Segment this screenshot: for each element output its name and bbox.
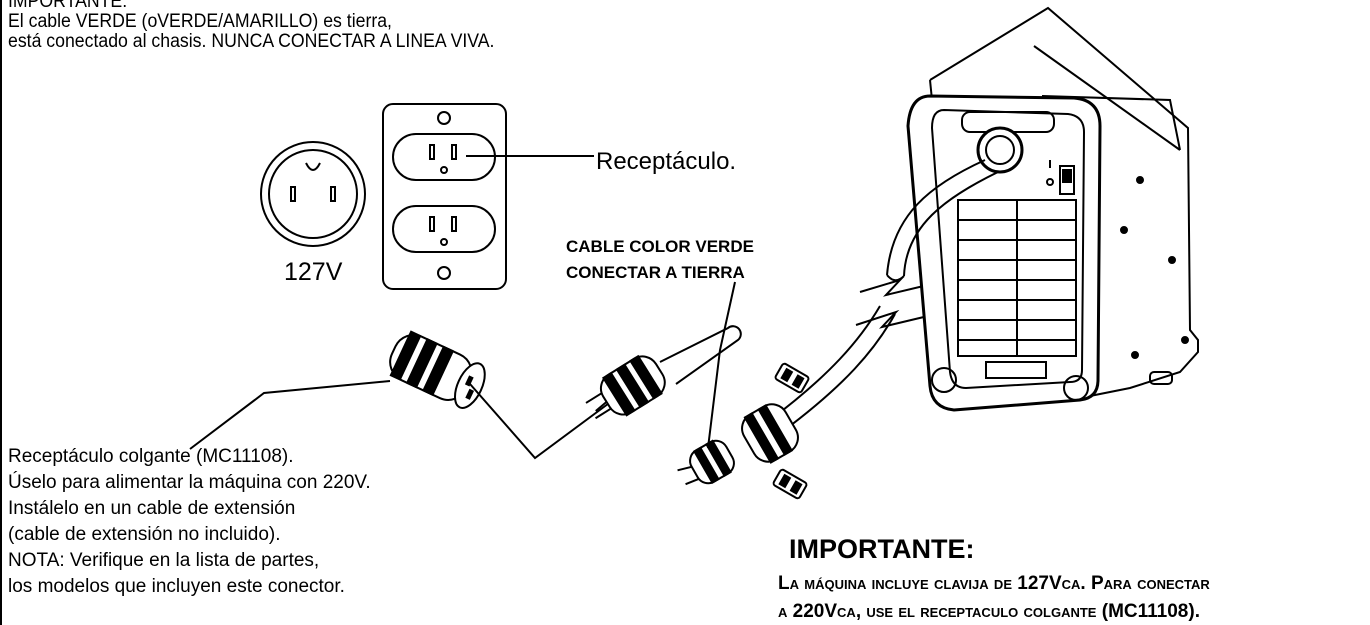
bottom-important-heading: IMPORTANTE: xyxy=(789,534,975,564)
top-important-line-2: está conectado al chasis. NUNCA CONECTAR… xyxy=(8,31,495,52)
bottom-important-text: La máquina incluye clavija de 127Vca. Pa… xyxy=(778,570,1210,625)
page-border xyxy=(0,0,2,625)
connector-link-line xyxy=(469,383,621,460)
bottom-important-line-2: a 220Vca, use el receptaculo colgante (M… xyxy=(778,601,1200,622)
note-line: (cable de extensión no incluido). xyxy=(8,524,281,545)
duplex-wall-receptacle xyxy=(382,103,507,290)
pendant-leader xyxy=(189,380,391,450)
round-outlet-127v xyxy=(260,141,366,247)
small-clip-top xyxy=(774,362,810,394)
top-important-heading: IMPORTANTE: xyxy=(8,0,128,12)
ground-cable-label: CABLE COLOR VERDE CONECTAR A TIERRA xyxy=(566,234,754,286)
machine-cord-upper xyxy=(886,159,999,282)
note-line: Instálelo en un cable de extensión xyxy=(8,498,296,519)
cable-break-marks xyxy=(855,277,933,329)
ground-cable-label-line-1: CABLE COLOR VERDE xyxy=(566,237,754,256)
plug-with-cord xyxy=(585,325,742,420)
note-line: Úselo para alimentar la máquina con 220V… xyxy=(8,472,371,493)
voltage-label: 127V xyxy=(284,258,343,286)
note-line: Receptáculo colgante (MC11108). xyxy=(8,446,294,467)
ground-cable-label-line-2: CONECTAR A TIERRA xyxy=(566,263,745,282)
welding-machine xyxy=(906,6,1199,412)
receptacle-label: Receptáculo. xyxy=(596,148,737,175)
top-important-line-1: El cable VERDE (oVERDE/AMARILLO) es tier… xyxy=(8,11,392,32)
note-line: los modelos que incluyen este conector. xyxy=(8,576,345,597)
small-clip-bottom xyxy=(772,468,808,500)
pendant-receptacle xyxy=(389,330,486,409)
cable-label-leader xyxy=(707,281,736,449)
machine-cord-lower xyxy=(677,281,896,486)
bottom-important-line-1: La máquina incluye clavija de 127Vca. Pa… xyxy=(778,573,1210,594)
top-important-note: IMPORTANTE: El cable VERDE (oVERDE/AMARI… xyxy=(8,0,494,52)
pendant-receptacle-notes: Receptáculo colgante (MC11108). Úselo pa… xyxy=(8,444,371,600)
note-line: NOTA: Verifique en la lista de partes, xyxy=(8,550,320,571)
machine-vents xyxy=(957,199,1077,357)
